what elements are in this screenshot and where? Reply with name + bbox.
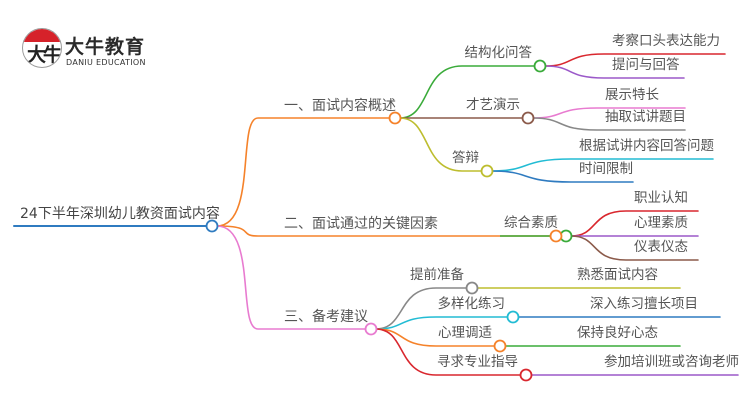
- leaf-connector-1-2-2: [532, 117, 686, 131]
- sub-label-3-3[interactable]: 心理调适: [438, 325, 492, 341]
- branch-label-1[interactable]: 一、面试内容概述: [284, 98, 396, 114]
- sub-label-3-4[interactable]: 寻求专业指导: [437, 354, 518, 370]
- leaf-connector-1-2-1: [532, 107, 686, 119]
- leaf-label-2-1-2[interactable]: 心理素质: [634, 215, 688, 231]
- leaf-connector-1-3-1: [491, 158, 714, 172]
- leaf-connector-1-3-2: [491, 170, 634, 183]
- leaf-label-1-1-1[interactable]: 考察口头表达能力: [612, 33, 720, 49]
- leaf-connector-1-1-2: [544, 65, 685, 79]
- sub-connector-1-3: [399, 117, 483, 172]
- leaf-label-3-4-1[interactable]: 参加培训班或咨询老师: [604, 354, 739, 370]
- branch-connector-2: [216, 225, 552, 237]
- sub-node-1-1[interactable]: [533, 59, 547, 73]
- branch-label-3[interactable]: 三、备考建议: [284, 309, 368, 325]
- leaf-label-1-3-2[interactable]: 时间限制: [579, 161, 633, 177]
- sub-label-1-3[interactable]: 答辩: [452, 150, 479, 166]
- brand-subtitle: DANIU EDUCATION: [66, 58, 146, 67]
- logo-glyph: 大牛: [27, 44, 61, 66]
- leaf-label-1-2-2[interactable]: 抽取试讲题目: [605, 109, 686, 125]
- sub-node-3-3[interactable]: [493, 339, 507, 353]
- leaf-connector-1-1-1: [544, 53, 726, 67]
- root-node-label[interactable]: 24下半年深圳幼儿教资面试内容: [20, 206, 220, 222]
- sub-label-1-2[interactable]: 才艺演示: [466, 97, 520, 113]
- sub-connector-3-4: [375, 328, 522, 376]
- branch-node-1[interactable]: [388, 111, 402, 125]
- leaf-label-1-2-1[interactable]: 展示特长: [605, 87, 659, 103]
- sub-label-1-1[interactable]: 结构化问答: [464, 45, 533, 61]
- sub-connector-3-3: [375, 328, 496, 347]
- brand-logo: 大牛 大牛教育 DANIU EDUCATION: [22, 26, 172, 76]
- branch-connector-3: [216, 225, 367, 330]
- logo-badge-icon: 大牛: [22, 28, 62, 68]
- branch-node-2[interactable]: [549, 229, 563, 243]
- leaf-label-2-1-3[interactable]: 仪表仪态: [634, 239, 688, 255]
- leaf-label-3-2-1[interactable]: 深入练习擅长项目: [590, 296, 698, 312]
- brand-name: 大牛教育: [65, 36, 146, 58]
- branch-label-2[interactable]: 二、面试通过的关键因素: [284, 216, 438, 232]
- sub-node-3-4[interactable]: [519, 368, 533, 382]
- leaf-label-1-1-2[interactable]: 提问与回答: [612, 57, 680, 73]
- root-node[interactable]: [205, 219, 219, 233]
- sub-node-3-1[interactable]: [465, 281, 479, 295]
- sub-label-3-1[interactable]: 提前准备: [410, 267, 464, 283]
- leaf-label-2-1-1[interactable]: 职业认知: [634, 190, 688, 206]
- sub-connector-3-1: [375, 287, 468, 330]
- sub-connector-3-2: [375, 316, 509, 330]
- sub-connector-1-1: [399, 65, 536, 119]
- branch-node-3[interactable]: [364, 322, 378, 336]
- logo-red-cap: [23, 29, 61, 42]
- leaf-connector-2-1-3: [570, 235, 699, 261]
- branch-connector-1: [216, 117, 391, 227]
- leaf-connector-2-1-1: [570, 210, 699, 237]
- leaf-label-3-1-1[interactable]: 熟悉面试内容: [577, 267, 658, 283]
- leaf-label-1-3-1[interactable]: 根据试讲内容回答问题: [579, 138, 714, 154]
- sub-label-2-1[interactable]: 综合素质: [504, 215, 558, 231]
- sub-node-1-2[interactable]: [521, 111, 535, 125]
- sub-node-1-3[interactable]: [480, 164, 494, 178]
- sub-node-3-2[interactable]: [506, 310, 520, 324]
- sub-label-3-2[interactable]: 多样化练习: [437, 296, 506, 312]
- leaf-label-3-3-1[interactable]: 保持良好心态: [577, 325, 658, 341]
